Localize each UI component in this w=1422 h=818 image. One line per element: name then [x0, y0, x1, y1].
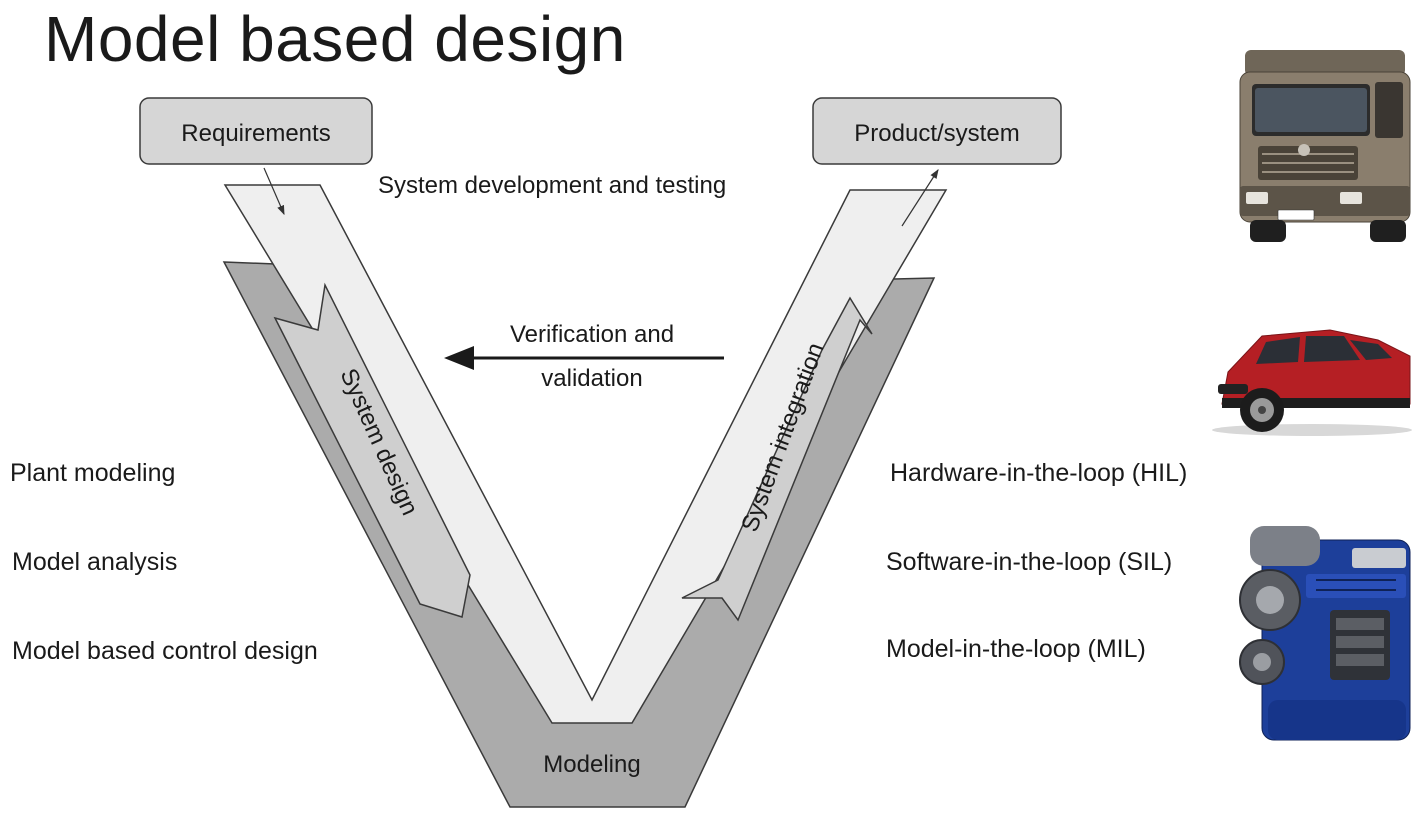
v-light-band: [223, 184, 948, 724]
plant-modeling-label: Plant modeling: [10, 459, 176, 487]
product-connector-arrow: [901, 168, 939, 227]
development-testing-label: System development and testing: [378, 172, 726, 199]
engine-icon: [1239, 526, 1411, 741]
verification-label-line2: validation: [541, 365, 642, 392]
model-analysis-label: Model analysis: [12, 548, 178, 576]
product-system-box: [812, 97, 1062, 165]
model-based-control-design-label: Model based control design: [12, 637, 318, 665]
hil-label: Hardware-in-the-loop (HIL): [890, 459, 1188, 487]
modeling-label: Modeling: [543, 751, 640, 778]
car-icon: [1212, 329, 1412, 436]
verification-label-line1: Verification and: [510, 321, 674, 348]
product-system-label: Product/system: [854, 120, 1019, 147]
system-integration-arrow: [681, 296, 873, 622]
requirements-connector-arrow: [263, 167, 285, 216]
mil-label: Model-in-the-loop (MIL): [886, 635, 1146, 663]
truck-icon: [1239, 50, 1411, 242]
sil-label: Software-in-the-loop (SIL): [886, 548, 1173, 576]
requirements-box: [139, 97, 373, 165]
slide-title: Model based design: [44, 3, 626, 75]
requirements-label: Requirements: [181, 120, 330, 147]
system-design-arrow: [273, 282, 471, 618]
